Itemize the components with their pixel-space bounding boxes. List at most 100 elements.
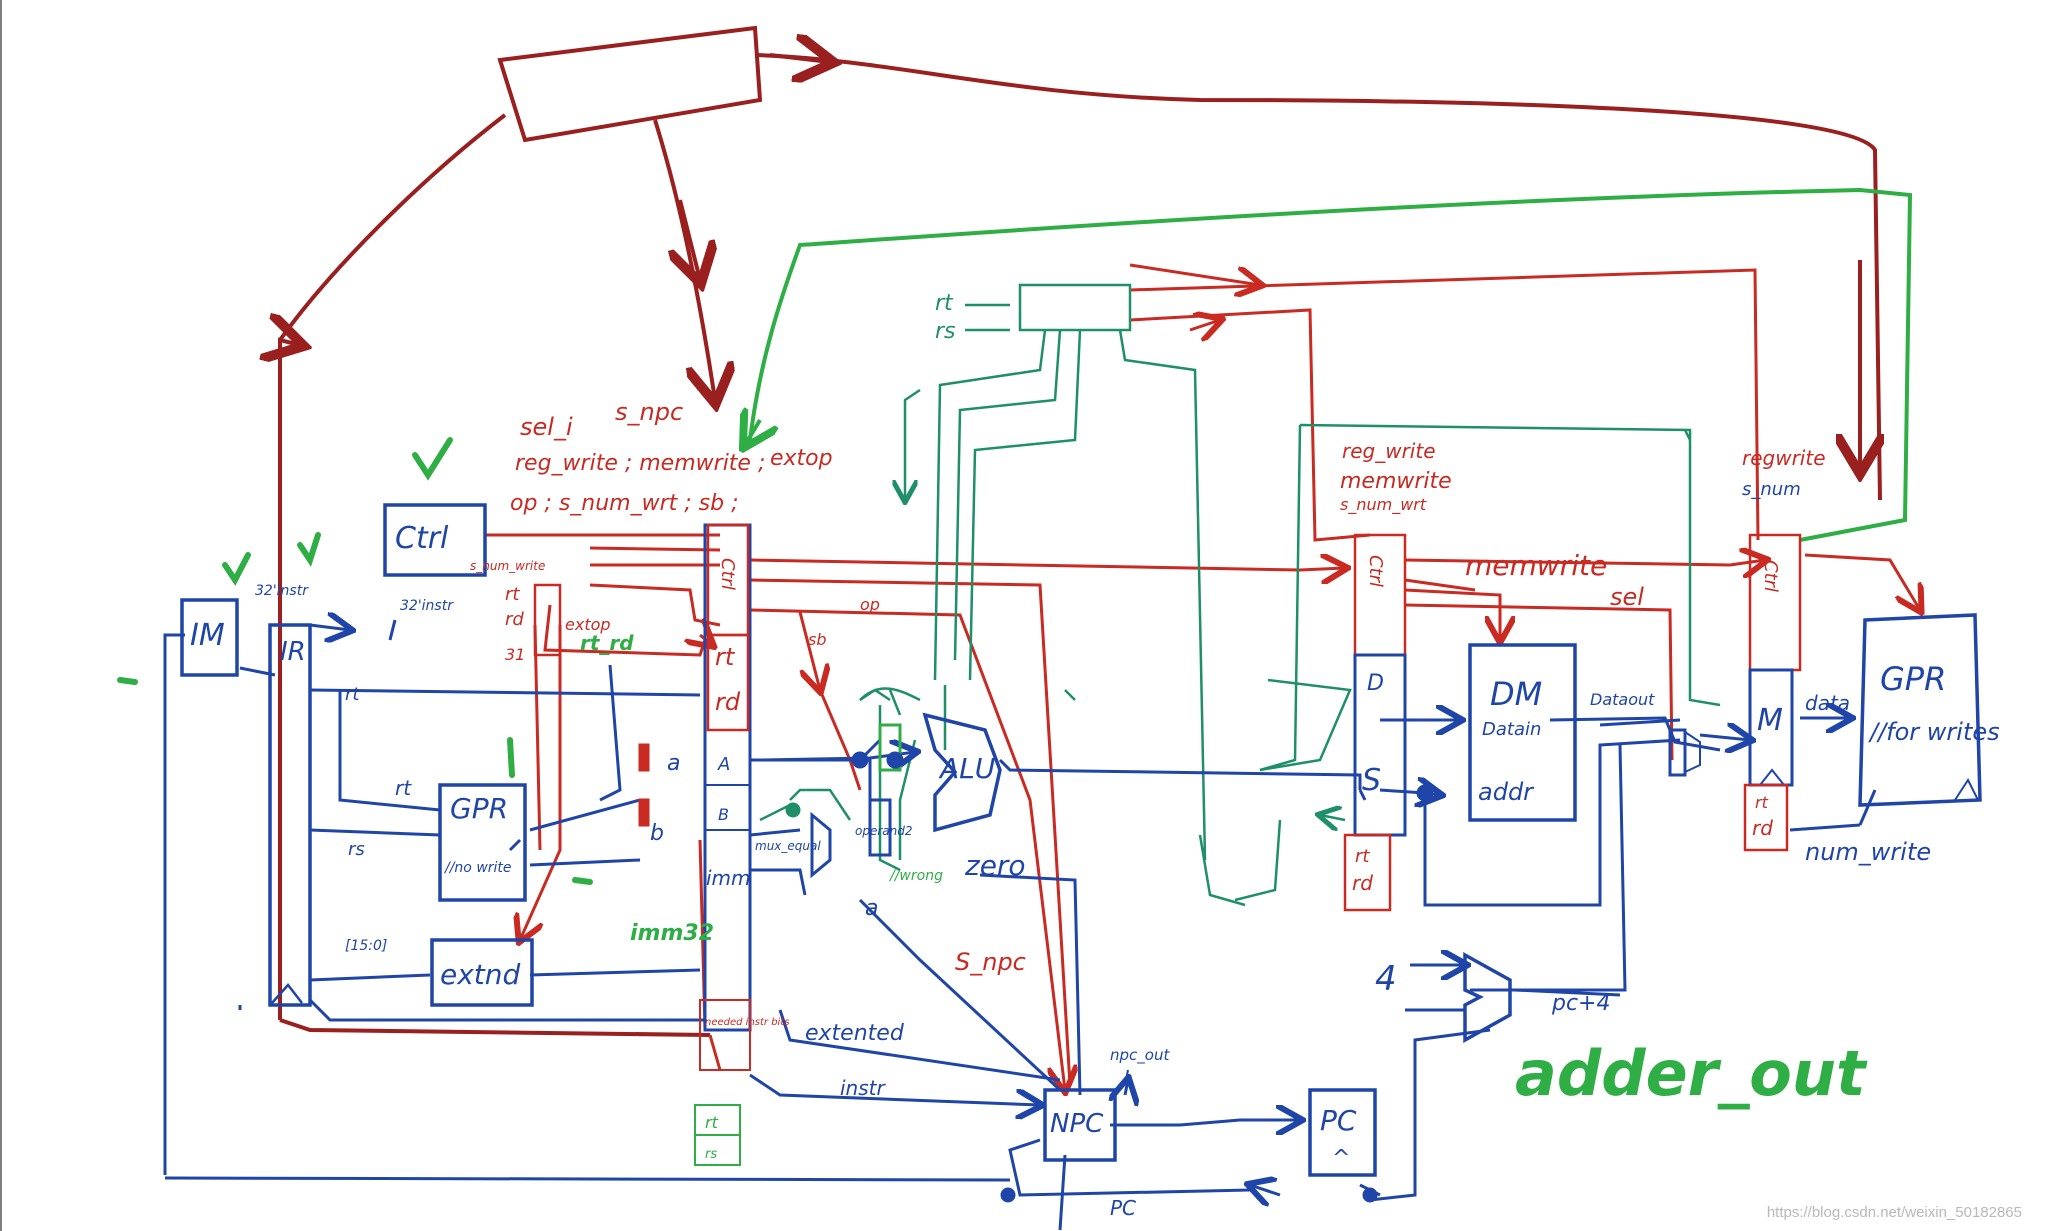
sel-label: sel [1610, 583, 1644, 611]
id-ex-pipeline-register: Ctrl rt rd A B imm needed instr bits rt … [694, 523, 789, 1166]
adder-four: 4 [1375, 959, 1397, 999]
pipe-em-rt: rt [1355, 846, 1370, 867]
imm32-label: imm32 [630, 921, 714, 946]
dm-datain: Datain [1482, 719, 1541, 740]
npc-module: NPC npc_out [1043, 1046, 1170, 1162]
fwd-rs-label: rs [935, 319, 956, 344]
pipe-em-ctrl: Ctrl [1365, 555, 1386, 587]
pipe-em-D: D [1367, 671, 1384, 696]
pipe-mw-rd: rd [1752, 816, 1773, 840]
pc-register: PC ^ [1308, 1088, 1377, 1177]
rt-label-d: rt [345, 684, 360, 705]
ctrl-out-line3: op ; s_num_wrt ; sb ; [510, 491, 739, 516]
pc-label: PC [1320, 1104, 1357, 1137]
num-write-label: num_write [1805, 838, 1931, 866]
extented-label: extented [805, 1021, 905, 1046]
pc-adder: 4 pc+4 [1375, 952, 1611, 1043]
grf-decode-module: GPR //no write [438, 783, 527, 902]
memwrite-label: memwrite [1465, 549, 1607, 582]
instr-label-b: 32'instr [400, 598, 454, 614]
zero-label: zero [964, 849, 1026, 882]
wb-snum-label: s_num [1742, 479, 1801, 500]
pipe-mw-M: M [1757, 703, 1783, 738]
im-label: IM [190, 618, 225, 653]
ctrl-out-line1: sel_i [520, 413, 573, 441]
op-label: op [860, 595, 880, 614]
dm-addr: addr [1478, 778, 1535, 806]
pc-clock-mark: ^ [1332, 1146, 1350, 1171]
data-wires [163, 620, 1877, 1231]
wrong-label: //wrong [888, 868, 943, 884]
pc-bottom-label: PC [1110, 1196, 1136, 1220]
pipe-de-B: B [718, 805, 729, 824]
alu-label: ALU [938, 752, 995, 785]
mem-wb-pipeline-register: Ctrl M rt rd [1743, 533, 1802, 852]
ctrl-out-line2b: extop [770, 446, 833, 471]
a-label: a [667, 751, 680, 776]
npc-label: NPC [1050, 1109, 1104, 1139]
forward-selector: rt rs [935, 283, 1132, 344]
alu: ALU [922, 712, 1002, 833]
stall-feedback-wires [280, 25, 1880, 1037]
mem-memwrite-label: memwrite [1340, 469, 1452, 494]
rt-rd-label: rt_rd [580, 631, 634, 655]
adder-out-label: adder_out [1515, 1037, 1868, 1110]
s-npc-label: S_npc [955, 948, 1026, 976]
mem-regwrite-label: reg_write [1342, 439, 1436, 463]
ctrl-label: Ctrl [395, 521, 449, 556]
grf-decode-label: GPR [450, 792, 508, 825]
grf-writeback-note: //for writes [1868, 718, 2000, 746]
instr-label-a: 32'instr [255, 583, 309, 599]
sb-label: sb [808, 630, 827, 649]
forward-teal-wires [759, 329, 1721, 907]
ctrl-module: Ctrl [383, 503, 487, 577]
ir-register: IR [268, 623, 312, 1007]
pipe-de-rt: rt [715, 643, 736, 671]
operand2-label: operand2 [855, 824, 913, 838]
pipe-mw-rt: rt [1755, 793, 1769, 812]
watermark: https://blog.csdn.net/weixin_50182865 [1766, 1204, 2022, 1221]
dm-label: DM [1490, 675, 1542, 713]
mux-equal-label: mux_equal [755, 839, 821, 853]
a2-label: a [865, 896, 878, 921]
ir-label: IR [280, 637, 306, 667]
im-module: IM [180, 598, 239, 677]
rs-label-d: rt [395, 776, 412, 800]
b-label: b [650, 821, 664, 846]
pipe-de-rs2: rs [705, 1147, 717, 1162]
rs-label-d2: rs [348, 839, 365, 860]
extop-small-label: extop [565, 615, 611, 634]
ctrl-out-line1b: s_npc [615, 398, 683, 426]
dm-module: DM Datain addr [1468, 643, 1577, 822]
ext-module: extnd [430, 938, 534, 1007]
data-label: data [1805, 691, 1850, 715]
pipe-de-rt2: rt [705, 1113, 719, 1132]
pc-plus-4-label: pc+4 [1551, 991, 1611, 1016]
instr-label: instr [840, 1076, 886, 1100]
check-marks [117, 437, 593, 885]
ctrl-out-line2: reg_write ; memwrite ; [515, 451, 765, 476]
imm-index-label: [15:0] [345, 938, 387, 954]
pipe-em-S: S [1362, 763, 1381, 798]
pipe-mw-ctrl: Ctrl [1760, 560, 1781, 592]
pipe-em-rd: rd [1352, 871, 1373, 895]
mux-31: 31 [505, 645, 525, 664]
mux-rt: rt [505, 584, 520, 605]
npc-out-label: npc_out [1110, 1046, 1170, 1065]
s-num-write-label: s_num_write [470, 559, 545, 573]
pipe-de-imm: imm [706, 866, 751, 890]
dataout-label: Dataout [1590, 690, 1655, 709]
grf-decode-note: //no write [443, 860, 512, 876]
fwd-rt-label: rt [935, 291, 954, 316]
s-num-write-mux: s_num_write rt rd 31 extop rt_rd [470, 559, 634, 664]
mux-rd: rd [505, 609, 524, 630]
ex-mem-pipeline-register: Ctrl D S rt rd [1343, 533, 1407, 912]
writeback-mux [1668, 728, 1701, 777]
operand-muxes [638, 723, 1434, 1203]
pipe-de-ctrl: Ctrl [717, 558, 738, 590]
pipe-de-note: needed instr bits [705, 1017, 789, 1028]
mem-snum-label: s_num_wrt [1340, 495, 1427, 515]
pipe-de-A: A [717, 754, 730, 775]
grf-writeback-module: GPR //for writes [1858, 613, 2000, 807]
